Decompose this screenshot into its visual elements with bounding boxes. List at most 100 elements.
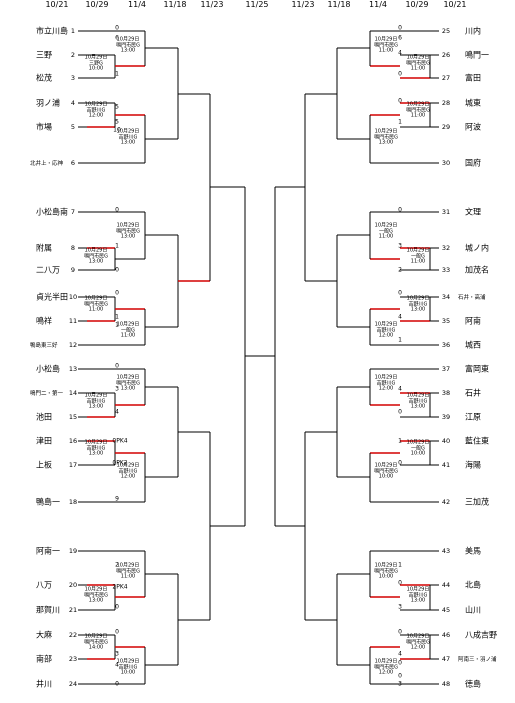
team-number: 42 bbox=[441, 498, 451, 506]
date-label: 11/25 bbox=[245, 0, 269, 9]
team-name: 羽ノ浦 bbox=[36, 98, 60, 108]
match-score: 0 bbox=[398, 206, 402, 214]
match-venue-note: 10月29日 鳴門市民G 12:00 bbox=[406, 633, 430, 651]
match-venue-note: 10月29日 一般G 11:00 bbox=[374, 222, 398, 240]
match-score: 6 bbox=[398, 34, 402, 42]
team-number: 43 bbox=[441, 547, 451, 555]
team-name: 国府 bbox=[465, 158, 481, 168]
match-venue-note: 10月29日 鳴門市民G 12:00 bbox=[374, 658, 398, 676]
match-score: 5 bbox=[115, 103, 119, 111]
team-number: 22 bbox=[68, 631, 78, 639]
team-name: 山川 bbox=[465, 605, 481, 615]
match-score: 4 bbox=[115, 661, 119, 669]
team-number: 44 bbox=[441, 581, 451, 589]
match-venue-note: 10月29日 鳴門市民G 11:00 bbox=[84, 295, 108, 313]
team-number: 36 bbox=[441, 341, 451, 349]
match-venue-note: 10月29日 一般G 10:00 bbox=[406, 439, 430, 457]
team-number: 5 bbox=[70, 123, 76, 131]
date-label: 11/18 bbox=[327, 0, 351, 9]
team-name: 津田 bbox=[36, 436, 52, 446]
match-score: 1 bbox=[115, 321, 119, 329]
team-name: 徳島 bbox=[465, 679, 481, 689]
match-score: 0 bbox=[115, 628, 119, 636]
team-name: 八万 bbox=[36, 580, 52, 590]
team-name: 北島 bbox=[465, 580, 481, 590]
team-number: 32 bbox=[441, 244, 451, 252]
match-score: 1 bbox=[115, 70, 119, 78]
team-name: 市場 bbox=[36, 122, 52, 132]
team-number: 19 bbox=[68, 547, 78, 555]
match-venue-note: 10月29日 鳴門市民G 13:00 bbox=[84, 247, 108, 265]
team-number: 35 bbox=[441, 317, 451, 325]
date-label: 10/21 bbox=[443, 0, 467, 9]
date-label: 11/4 bbox=[369, 0, 387, 9]
team-name: 市立川島 bbox=[36, 26, 68, 36]
match-score: 0 bbox=[398, 459, 402, 467]
team-name: 大麻 bbox=[36, 630, 52, 640]
date-label: 11/23 bbox=[200, 0, 224, 9]
match-venue-note: 10月29日 鳴門市民G 13:00 bbox=[84, 586, 108, 604]
match-score: 0 bbox=[398, 97, 402, 105]
match-score: 0 bbox=[115, 362, 119, 370]
match-score: 0 bbox=[398, 70, 402, 78]
match-score: 2 bbox=[115, 561, 119, 569]
match-score: 6 bbox=[115, 34, 119, 42]
match-venue-note: 10月29日 吉野川G 12:00 bbox=[116, 462, 140, 480]
match-score: 1 bbox=[398, 118, 402, 126]
match-venue-note: 10月29日 鳴門市民G 11:00 bbox=[374, 36, 398, 54]
team-name: 南部 bbox=[36, 654, 52, 664]
team-number: 20 bbox=[68, 581, 78, 589]
team-name: 阿南 bbox=[465, 316, 481, 326]
team-name: 鳴門二・第一 bbox=[30, 391, 64, 397]
match-venue-note: 10月29日 吉野川G 10:00 bbox=[116, 658, 140, 676]
team-number: 48 bbox=[441, 680, 451, 688]
match-score: 0PK4 bbox=[112, 437, 128, 445]
team-name: 城西 bbox=[465, 340, 481, 350]
date-label: 10/21 bbox=[45, 0, 69, 9]
match-score: 4 bbox=[398, 650, 402, 658]
team-number: 7 bbox=[70, 208, 76, 216]
team-number: 37 bbox=[441, 365, 451, 373]
team-number: 14 bbox=[68, 389, 78, 397]
match-score: 0 bbox=[398, 659, 402, 667]
match-score: 0 bbox=[115, 206, 119, 214]
team-number: 38 bbox=[441, 389, 451, 397]
match-score: 1 bbox=[398, 336, 402, 344]
team-number: 30 bbox=[441, 159, 451, 167]
match-score: 0 bbox=[398, 579, 402, 587]
match-venue-note: 10月29日 吉野川G 12:00 bbox=[84, 101, 108, 119]
team-name: 阿波 bbox=[465, 122, 481, 132]
team-number: 28 bbox=[441, 99, 451, 107]
team-name: 三加茂 bbox=[465, 497, 489, 507]
team-number: 21 bbox=[68, 606, 78, 614]
match-venue-note: 10月29日 吉野川G 13:00 bbox=[406, 586, 430, 604]
match-score: 2 bbox=[398, 266, 402, 274]
team-name: 松茂 bbox=[36, 73, 52, 83]
team-name: 三野 bbox=[36, 50, 52, 60]
team-number: 4 bbox=[70, 99, 76, 107]
team-number: 6 bbox=[70, 159, 76, 167]
match-score: 0PK2 bbox=[112, 459, 128, 467]
match-venue-note: 10月29日 鳴門市民G 11:00 bbox=[406, 101, 430, 119]
team-number: 9 bbox=[70, 266, 76, 274]
team-name: 海陽 bbox=[465, 460, 481, 470]
match-venue-note: 10月29日 吉野川G 13:00 bbox=[84, 392, 108, 410]
match-venue-note: 10月29日 一般G 11:00 bbox=[406, 247, 430, 265]
team-name: 池田 bbox=[36, 412, 52, 422]
match-venue-note: 10月29日 吉野川G 13:00 bbox=[406, 392, 430, 410]
team-name: 八成吉野 bbox=[465, 630, 497, 640]
date-label: 11/18 bbox=[163, 0, 187, 9]
team-name: 小松島南 bbox=[36, 207, 68, 217]
team-number: 40 bbox=[441, 437, 451, 445]
match-venue-note: 10月29日 鳴門市民G 13:00 bbox=[116, 36, 140, 54]
team-number: 47 bbox=[441, 655, 451, 663]
match-venue-note: 10月29日 鳴門市民G 10:00 bbox=[374, 562, 398, 580]
team-number: 8 bbox=[70, 244, 76, 252]
match-venue-note: 10月29日 吉野川G 13:00 bbox=[116, 128, 140, 146]
team-name: 藍住東 bbox=[465, 436, 489, 446]
match-score: 0 bbox=[115, 289, 119, 297]
date-label: 10/29 bbox=[85, 0, 109, 9]
team-number: 12 bbox=[68, 341, 78, 349]
